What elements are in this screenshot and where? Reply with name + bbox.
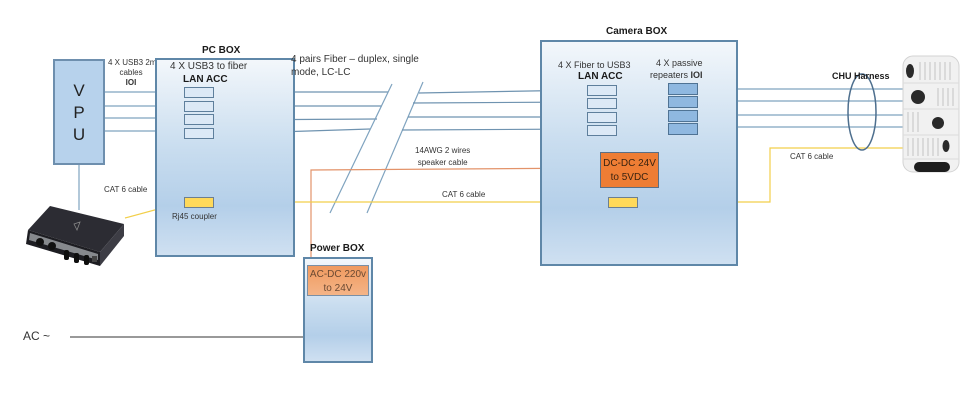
camera-fiber-label: 4 X Fiber to USB3 [558,60,631,70]
camera-box-title: Camera BOX [606,26,668,37]
camera-lan-acc-unit [587,112,617,123]
pc-lan-acc-unit [184,101,214,112]
vpu-box: V P U [53,59,105,165]
fiber-break-marks [329,81,424,214]
camera-lan-acc-unit [587,98,617,109]
cat6-left-label: CAT 6 cable [104,185,148,194]
vpu-letter: U [72,125,86,144]
passive-repeater-unit [668,96,698,108]
usb-cables-label: 4 X USB3 2m cables IOI [108,58,157,87]
dc-dc-converter: DC-DC 24V to 5VDC [600,152,659,188]
camera-lan-acc-unit [587,125,617,136]
vpu-letter: P [73,103,85,122]
pc-lan-acc-unit [184,114,214,125]
passive-repeater-unit [668,110,698,122]
rj45-coupler-label: Rj45 coupler [172,212,217,221]
ac-dc-converter: AC-DC 220v to 24V [307,265,369,296]
camera-lan-acc-unit [587,85,617,96]
pc-box [155,58,295,257]
chu-harness-ring [847,73,877,151]
passive-repeater-unit [668,83,698,95]
cat6-right-label: CAT 6 cable [790,152,834,161]
passive-repeater-unit [668,123,698,135]
camera-rj45-coupler [608,197,638,208]
fiber-label: 4 pairs Fiber – duplex, single mode, LC-… [291,54,419,78]
audio-interface-icon [26,206,124,266]
repeaters-label: 4 X passive repeaters IOI [650,58,703,80]
pc-lan-acc-unit [184,128,214,139]
ac-input-label: AC ~ [23,329,51,343]
camera-lan-acc-label: LAN ACC [578,71,623,82]
pc-lan-acc-unit [184,87,214,98]
cat6-middle-label: CAT 6 cable [442,190,486,199]
camera-head-unit-icon [902,55,960,173]
power-box-title: Power BOX [310,243,365,254]
speaker-cable-label: 14AWG 2 wires speaker cable [415,146,471,167]
pc-rj45-coupler [184,197,214,208]
pc-box-title: PC BOX [202,45,241,56]
pc-lan-acc-label: LAN ACC [183,74,228,85]
pc-box-subtitle: 4 X USB3 to fiber [170,61,248,72]
vpu-letter: V [73,81,85,100]
chu-harness-label: CHU Harness [832,71,890,81]
